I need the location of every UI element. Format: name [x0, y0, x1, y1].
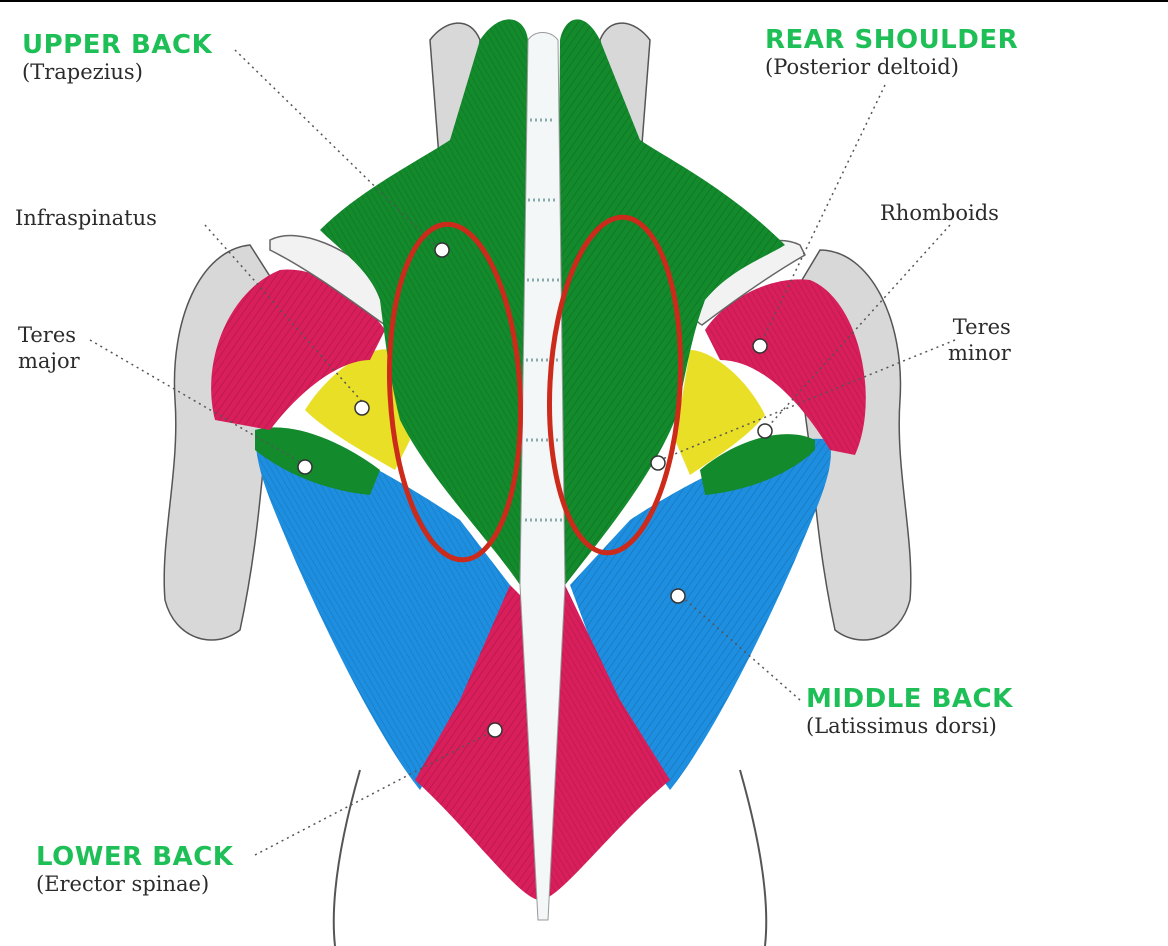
- label-upper-back: UPPER BACK (Trapezius): [22, 30, 212, 84]
- teres-minor-line2: minor: [948, 341, 1011, 365]
- dot-infraspinatus: [354, 400, 370, 416]
- teres-major-line2: major: [18, 349, 80, 373]
- label-rhomboids: Rhomboids: [880, 201, 999, 225]
- middle-back-title: MIDDLE BACK: [806, 684, 1013, 714]
- latissimus-dorsi: [255, 428, 831, 790]
- trapezius: [320, 19, 785, 585]
- left-rhomboid-highlight: [386, 221, 524, 563]
- dot-latissimus: [670, 588, 686, 604]
- marker-dots: [297, 242, 773, 738]
- dot-teres-major: [297, 459, 313, 475]
- label-lower-back: LOWER BACK (Erector spinae): [36, 842, 233, 896]
- label-teres-major: Teres major: [18, 322, 80, 374]
- right-rhomboid-highlight: [546, 214, 684, 556]
- leader-teres-minor: [659, 339, 956, 461]
- dot-posterior-deltoid: [752, 338, 768, 354]
- highlight-layer: [386, 214, 684, 563]
- label-infraspinatus: Infraspinatus: [15, 206, 157, 230]
- spine: [519, 32, 566, 921]
- rear-shoulder-sub: (Posterior deltoid): [765, 55, 959, 79]
- dot-teres-minor: [650, 455, 666, 471]
- middle-back-sub: (Latissimus dorsi): [806, 714, 997, 738]
- posterior-deltoid: [211, 269, 866, 455]
- lower-back-sub: (Erector spinae): [36, 872, 210, 896]
- dot-trapezius: [434, 242, 450, 258]
- dot-rhomboids: [757, 423, 773, 439]
- upper-back-sub: (Trapezius): [22, 60, 143, 84]
- teres-major-muscles: [255, 427, 815, 495]
- lower-back-title: LOWER BACK: [36, 842, 234, 872]
- upper-back-title: UPPER BACK: [22, 30, 213, 60]
- teres-major-line1: Teres: [18, 323, 77, 347]
- erector-spinae: [415, 585, 670, 900]
- rear-shoulder-title: REAR SHOULDER: [765, 25, 1019, 55]
- leader-rhomboids: [764, 224, 951, 431]
- leader-lines: [89, 49, 956, 856]
- label-middle-back: MIDDLE BACK (Latissimus dorsi): [806, 684, 1013, 738]
- dot-erector: [487, 722, 503, 738]
- label-rear-shoulder: REAR SHOULDER (Posterior deltoid): [765, 25, 1018, 79]
- top-border: [0, 0, 1168, 2]
- leader-infraspinatus: [204, 224, 366, 406]
- label-teres-minor: Teres minor: [948, 314, 1011, 366]
- torso-outline: [332, 769, 768, 946]
- leader-middle-back: [679, 594, 801, 701]
- leader-rear-shoulder: [759, 84, 886, 346]
- teres-minor-line1: Teres: [952, 315, 1011, 339]
